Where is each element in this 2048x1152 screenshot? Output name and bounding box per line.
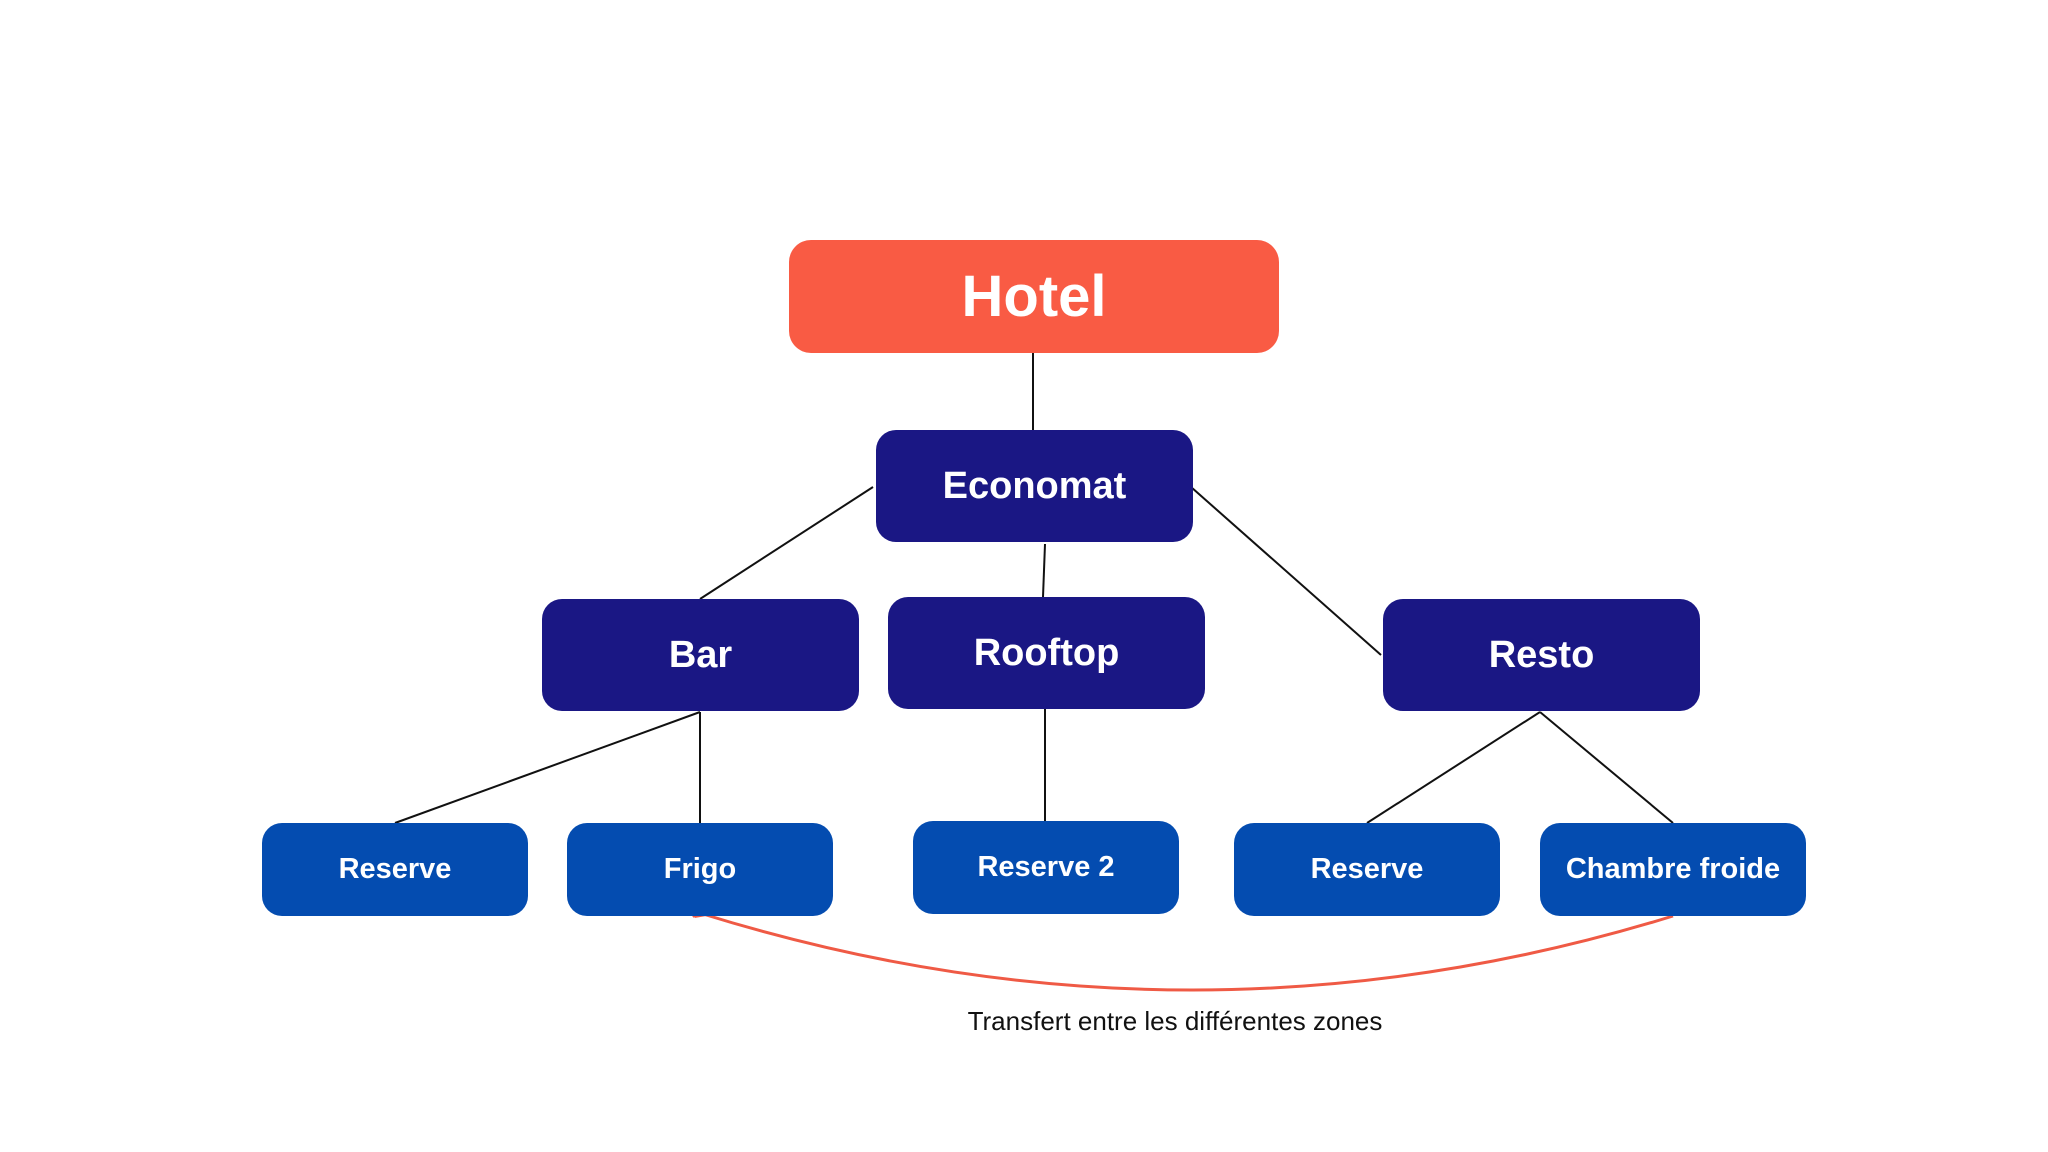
bar-reserve-node-label: Reserve (338, 853, 452, 885)
chambre-froide-node: Chambre froide (1540, 823, 1806, 916)
resto-reserve-node-label: Reserve (1310, 853, 1424, 885)
hotel-node-label: Hotel (961, 264, 1107, 329)
economat-node-label: Economat (942, 464, 1127, 507)
connector-economat-resto (1190, 486, 1382, 656)
frigo-node: Frigo (567, 823, 833, 916)
resto-node: Resto (1383, 599, 1700, 711)
bar-reserve-node: Reserve (262, 823, 528, 916)
bar-node: Bar (542, 599, 859, 711)
reserve-2-node-label: Reserve 2 (977, 851, 1115, 883)
reserve-2-node: Reserve 2 (913, 821, 1179, 914)
chambre-froide-node-label: Chambre froide (1565, 853, 1781, 885)
connector-bar-reserve (394, 711, 701, 824)
rooftop-node: Rooftop (888, 597, 1205, 709)
connector-resto-reserve (1366, 711, 1541, 824)
bar-node-label: Bar (668, 633, 733, 676)
hotel-node: Hotel (789, 240, 1279, 353)
connector-economat-rooftop (1042, 543, 1046, 598)
rooftop-node-label: Rooftop (973, 631, 1120, 674)
connector-economat-bar (699, 486, 874, 600)
connector-resto-chambre-froide (1539, 711, 1674, 824)
economat-node: Economat (876, 430, 1193, 542)
resto-node-label: Resto (1488, 633, 1595, 676)
frigo-node-label: Frigo (663, 853, 737, 885)
transfer-arrow (703, 914, 1674, 992)
transfer-label: Transfert entre les différentes zones (967, 1006, 1383, 1036)
resto-reserve-node: Reserve (1234, 823, 1500, 916)
